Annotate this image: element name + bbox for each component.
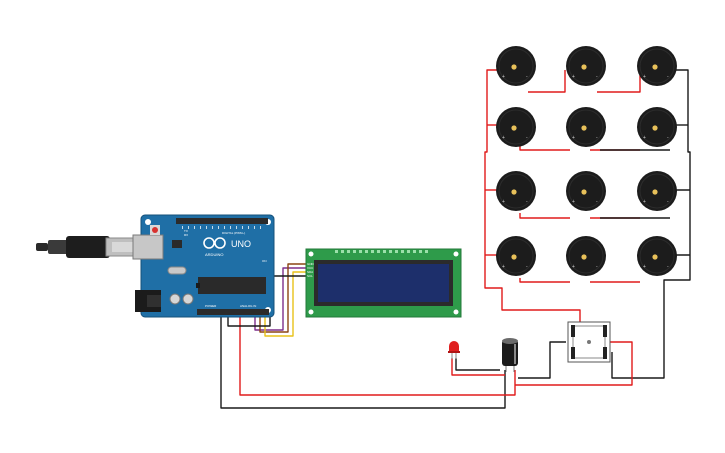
buzzer-plus-label: +	[502, 264, 505, 270]
lcd-screen	[318, 264, 449, 302]
wire-yellow[interactable]	[264, 271, 306, 337]
buzzer-plus-label: +	[643, 135, 646, 141]
wire-black[interactable]	[455, 358, 500, 371]
wire-black[interactable]	[227, 275, 306, 327]
piezo-buzzer-icon[interactable]: +-	[566, 46, 606, 86]
wire-red[interactable]	[451, 358, 505, 376]
buzzer-plus-label: +	[572, 74, 575, 80]
buzzer-minus-label: -	[596, 74, 598, 80]
piezo-buzzer-icon[interactable]: +-	[566, 107, 606, 147]
wire-red[interactable]	[519, 145, 570, 151]
lcd-pin-label-scl: SCL	[307, 274, 313, 278]
wire-red[interactable]	[239, 312, 516, 396]
wire-red[interactable]	[519, 278, 570, 283]
wire-purple[interactable]	[254, 267, 306, 331]
piezo-buzzer-icon[interactable]: +-	[637, 107, 677, 147]
piezo-buzzer-icon[interactable]: +-	[496, 107, 536, 147]
arduino-rx-label: RX	[184, 233, 188, 237]
lcd-16x2-display[interactable]: GND VCC SDA SCL	[305, 248, 462, 318]
arduino-logo-icon	[203, 237, 226, 249]
usb-cable-icon[interactable]	[36, 236, 141, 258]
buzzer-minus-label: -	[596, 199, 598, 205]
arduino-analog-header-label: ANALOG IN	[240, 304, 256, 308]
buzzer-plus-label: +	[572, 135, 575, 141]
reset-button-icon[interactable]	[150, 225, 160, 235]
wire-red[interactable]	[484, 69, 581, 322]
buzzer-minus-label: -	[667, 74, 669, 80]
arduino-digital-header-label: DIGITAL (PWM~)	[222, 231, 245, 235]
arduino-tx-label: TX	[184, 229, 188, 233]
wires	[220, 69, 691, 409]
buzzer-grid: +-+-+-+-+-+-+-+-+-+-+-+-	[496, 46, 677, 276]
arduino-on-label: ON	[262, 259, 267, 263]
piezo-buzzer-icon[interactable]: +-	[496, 236, 536, 276]
buzzer-minus-label: -	[526, 264, 528, 270]
wire-red[interactable]	[528, 70, 566, 93]
led-icon[interactable]	[448, 341, 460, 359]
wire-black[interactable]	[611, 69, 691, 379]
arduino-brand-label: ARDUINO	[205, 252, 223, 257]
buzzer-plus-label: +	[502, 135, 505, 141]
wire-black[interactable]	[220, 312, 506, 409]
arduino-model-label: UNO	[231, 239, 251, 249]
buzzer-minus-label: -	[526, 199, 528, 205]
wire-black[interactable]	[518, 341, 566, 379]
lcd-pin-label-gnd: GND	[307, 262, 315, 266]
bridge-rectifier-icon[interactable]	[567, 321, 611, 363]
buzzer-plus-label: +	[502, 199, 505, 205]
piezo-buzzer-icon[interactable]: +-	[637, 171, 677, 211]
piezo-buzzer-icon[interactable]: +-	[566, 236, 606, 276]
lcd-top-pins	[335, 250, 428, 253]
piezo-buzzer-icon[interactable]: +-	[496, 46, 536, 86]
piezo-buzzer-icon[interactable]: +-	[496, 171, 536, 211]
wire-red[interactable]	[597, 75, 641, 93]
arduino-power-header-label: POWER	[205, 304, 217, 308]
piezo-buzzer-icon[interactable]: +-	[637, 236, 677, 276]
buzzer-minus-label: -	[596, 264, 598, 270]
lcd-pin-label-vcc: VCC	[307, 266, 314, 270]
buzzer-minus-label: -	[526, 135, 528, 141]
buzzer-plus-label: +	[502, 74, 505, 80]
piezo-buzzer-icon[interactable]: +-	[566, 171, 606, 211]
buzzer-plus-label: +	[643, 264, 646, 270]
arduino-uno-board[interactable]: UNO ARDUINO DIGITAL (PWM~) POWER ANALOG …	[132, 214, 275, 318]
buzzer-plus-label: +	[643, 199, 646, 205]
buzzer-plus-label: +	[643, 74, 646, 80]
buzzer-minus-label: -	[667, 135, 669, 141]
capacitor-icon[interactable]	[502, 338, 518, 372]
buzzer-minus-label: -	[596, 135, 598, 141]
lcd-pin-label-sda: SDA	[307, 270, 313, 274]
wire-red[interactable]	[519, 213, 570, 219]
wire-red[interactable]	[515, 341, 633, 386]
buzzer-plus-label: +	[572, 199, 575, 205]
buzzer-minus-label: -	[667, 199, 669, 205]
buzzer-minus-label: -	[667, 264, 669, 270]
buzzer-minus-label: -	[526, 74, 528, 80]
piezo-buzzer-icon[interactable]: +-	[637, 46, 677, 86]
buzzer-plus-label: +	[572, 264, 575, 270]
